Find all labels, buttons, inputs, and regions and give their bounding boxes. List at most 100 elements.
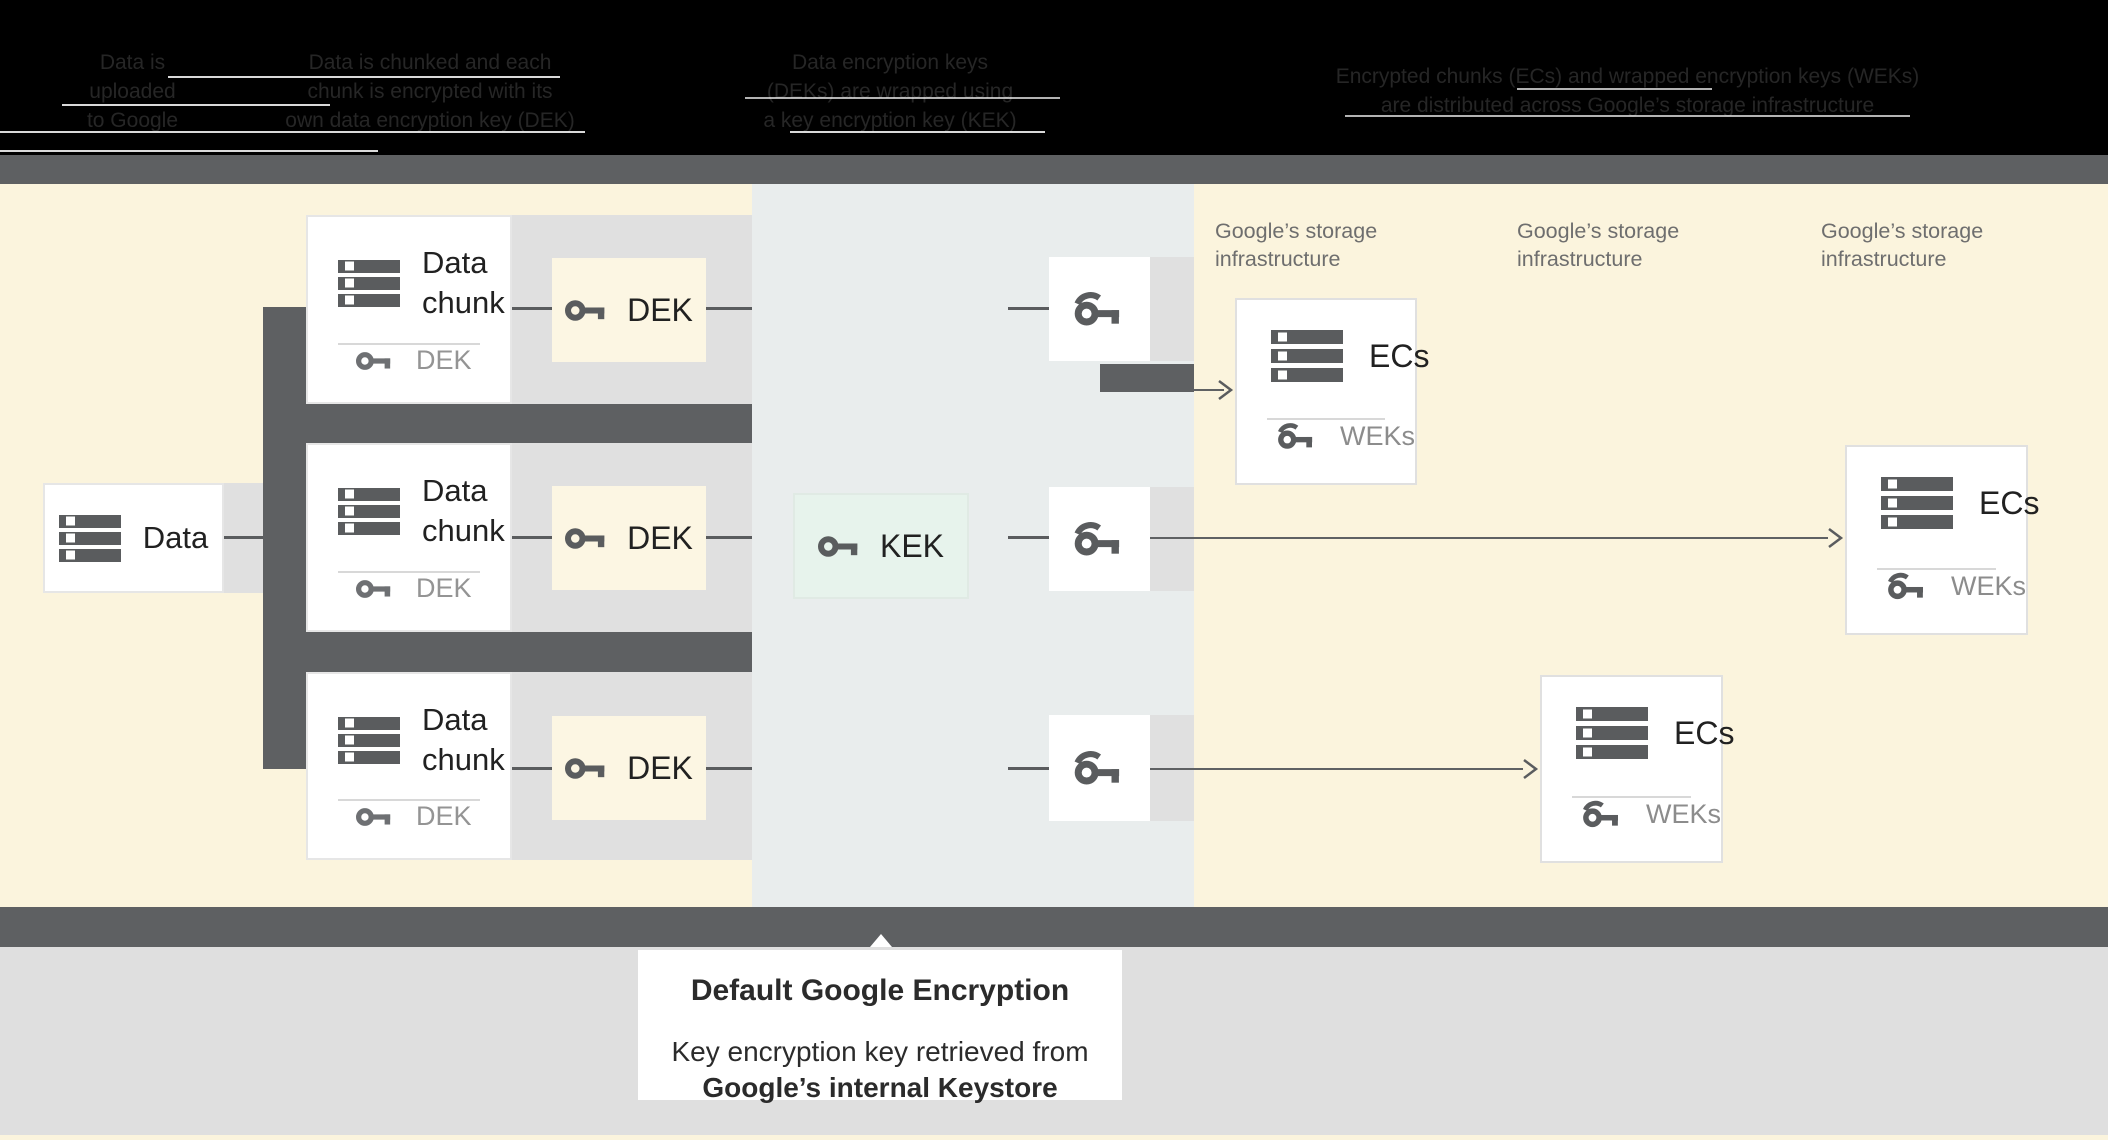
divider [1572, 796, 1691, 798]
band-key-2 [1150, 487, 1194, 591]
storage-label-3-line-1: Google’s storage [1821, 219, 1984, 243]
datastore-icon [338, 487, 400, 535]
divider [338, 343, 480, 345]
weks-label: WEKs [1645, 799, 1721, 829]
elbow-connector-row-1 [1100, 364, 1194, 392]
artifact-line [168, 76, 560, 78]
artifact-line [62, 104, 330, 106]
ec-box-1: ECs WEKs [1235, 298, 1429, 485]
dark-separator-1 [263, 404, 752, 443]
step-3-text: Data encryption keys (DEKs) are wrapped … [725, 48, 1055, 135]
trunk-vertical [263, 307, 306, 769]
chunk-dek-label: DEK [416, 801, 472, 831]
step-1-text: Data is uploaded to Google [55, 48, 210, 135]
weks-label: WEKs [1950, 571, 2026, 601]
dek-label: DEK [627, 291, 693, 328]
step-1-line-2: uploaded [89, 80, 176, 103]
dark-separator-2 [263, 632, 752, 672]
divider [338, 799, 480, 801]
data-chunk-box-1: Data chunk DEK [306, 215, 512, 404]
divider [1267, 418, 1385, 420]
ec-label: ECs [1979, 484, 2040, 521]
chunk-dek-label: DEK [416, 345, 472, 375]
storage-label-2-line-2: infrastructure [1517, 247, 1643, 271]
arrow-line-ec-1 [1194, 389, 1224, 391]
divider [1877, 568, 1996, 570]
key-icon [1277, 423, 1313, 449]
step-3-line-3: a key encryption key (KEK) [763, 109, 1017, 132]
dek-label: DEK [627, 519, 693, 556]
data-chunk-label: Data chunk [422, 245, 505, 320]
key-icon [356, 807, 391, 826]
step-4-text: Encrypted chunks (ECs) and wrapped encry… [1295, 62, 1960, 120]
key-icon [565, 527, 605, 549]
key-icon [356, 351, 391, 370]
artifact-line [0, 131, 585, 133]
key-icon [565, 757, 605, 779]
caption-notch [870, 934, 892, 947]
storage-label-3-line-2: infrastructure [1821, 247, 1947, 271]
step-1-line-3: to Google [86, 109, 179, 132]
artifact-line [0, 150, 378, 152]
weks-label: WEKs [1339, 421, 1415, 451]
step-2-line-3: own data encryption key (DEK) [285, 109, 575, 132]
artifact-line [790, 131, 1045, 133]
stub-key-1 [1008, 307, 1050, 310]
storage-label-2: Google’s storage infrastructure [1517, 217, 1679, 273]
step-2-line-2: chunk is encrypted with its [307, 80, 553, 103]
data-box-label: Data [142, 520, 209, 555]
ec-label: ECs [1674, 714, 1735, 751]
storage-label-2-line-1: Google’s storage [1517, 219, 1680, 243]
step-2-text: Data is chunked and each chunk is encryp… [275, 48, 585, 135]
datastore-icon [338, 716, 400, 764]
key-icon [1074, 750, 1119, 785]
key-icon [1583, 800, 1619, 828]
arrowhead-ec-3 [1523, 759, 1539, 779]
wrap-key-box-2 [1049, 487, 1150, 591]
key-icon [817, 535, 858, 557]
wrap-key-box-3 [1049, 715, 1150, 821]
storage-label-3: Google’s storage infrastructure [1821, 217, 1983, 273]
line-data-to-trunk [224, 536, 263, 539]
step-2-line-1: Data is chunked and each [308, 51, 552, 74]
divider [338, 571, 480, 573]
step-3-line-2: (DEKs) are wrapped using [766, 80, 1014, 103]
caption-body: Key encryption key retrieved from Google… [638, 1034, 1122, 1106]
data-chunk-label: Data chunk [422, 702, 505, 777]
stub-key-3 [1008, 767, 1050, 770]
dek-box-1: DEK [552, 258, 706, 362]
datastore-icon [1881, 477, 1953, 529]
artifact-line [1517, 88, 1712, 90]
top-gray-bar [0, 155, 2108, 184]
arrow-line-ec-2 [1150, 537, 1828, 539]
key-icon [565, 299, 605, 321]
caption-body-line-1: Key encryption key retrieved from [671, 1036, 1089, 1067]
wrap-key-box-1 [1049, 257, 1150, 361]
stub-key-2 [1008, 536, 1050, 539]
step-4-line-1: Encrypted chunks (ECs) and wrapped encry… [1335, 65, 1920, 88]
ec-box-3: ECs WEKs [1540, 675, 1734, 863]
step-4-line-2: are distributed across Google’s storage … [1380, 94, 1875, 117]
footer-cream-strip [0, 1135, 2108, 1140]
data-chunk-box-3: Data chunk DEK [306, 672, 512, 860]
datastore-icon [1576, 707, 1648, 759]
datastore-icon [58, 514, 121, 562]
ec-box-2: ECs WEKs [1845, 445, 2039, 635]
caption-box: Default Google Encryption Key encryption… [638, 950, 1122, 1103]
datastore-icon [1271, 330, 1343, 382]
ec-label: ECs [1369, 337, 1430, 374]
datastore-icon [338, 259, 400, 307]
data-chunk-box-2: Data chunk DEK [306, 443, 512, 632]
arrowhead-ec-1 [1218, 380, 1234, 400]
band-key-1 [1150, 257, 1194, 361]
caption-title: Default Google Encryption [690, 974, 1070, 1007]
storage-label-1-line-2: infrastructure [1215, 247, 1341, 271]
bottom-gray-bar [0, 907, 2108, 947]
key-icon [1888, 572, 1924, 600]
kek-label: KEK [879, 527, 945, 564]
arrowhead-ec-2 [1828, 528, 1844, 548]
key-icon [1074, 521, 1119, 556]
data-box: Data [43, 483, 224, 593]
chunk-dek-label: DEK [416, 573, 472, 603]
